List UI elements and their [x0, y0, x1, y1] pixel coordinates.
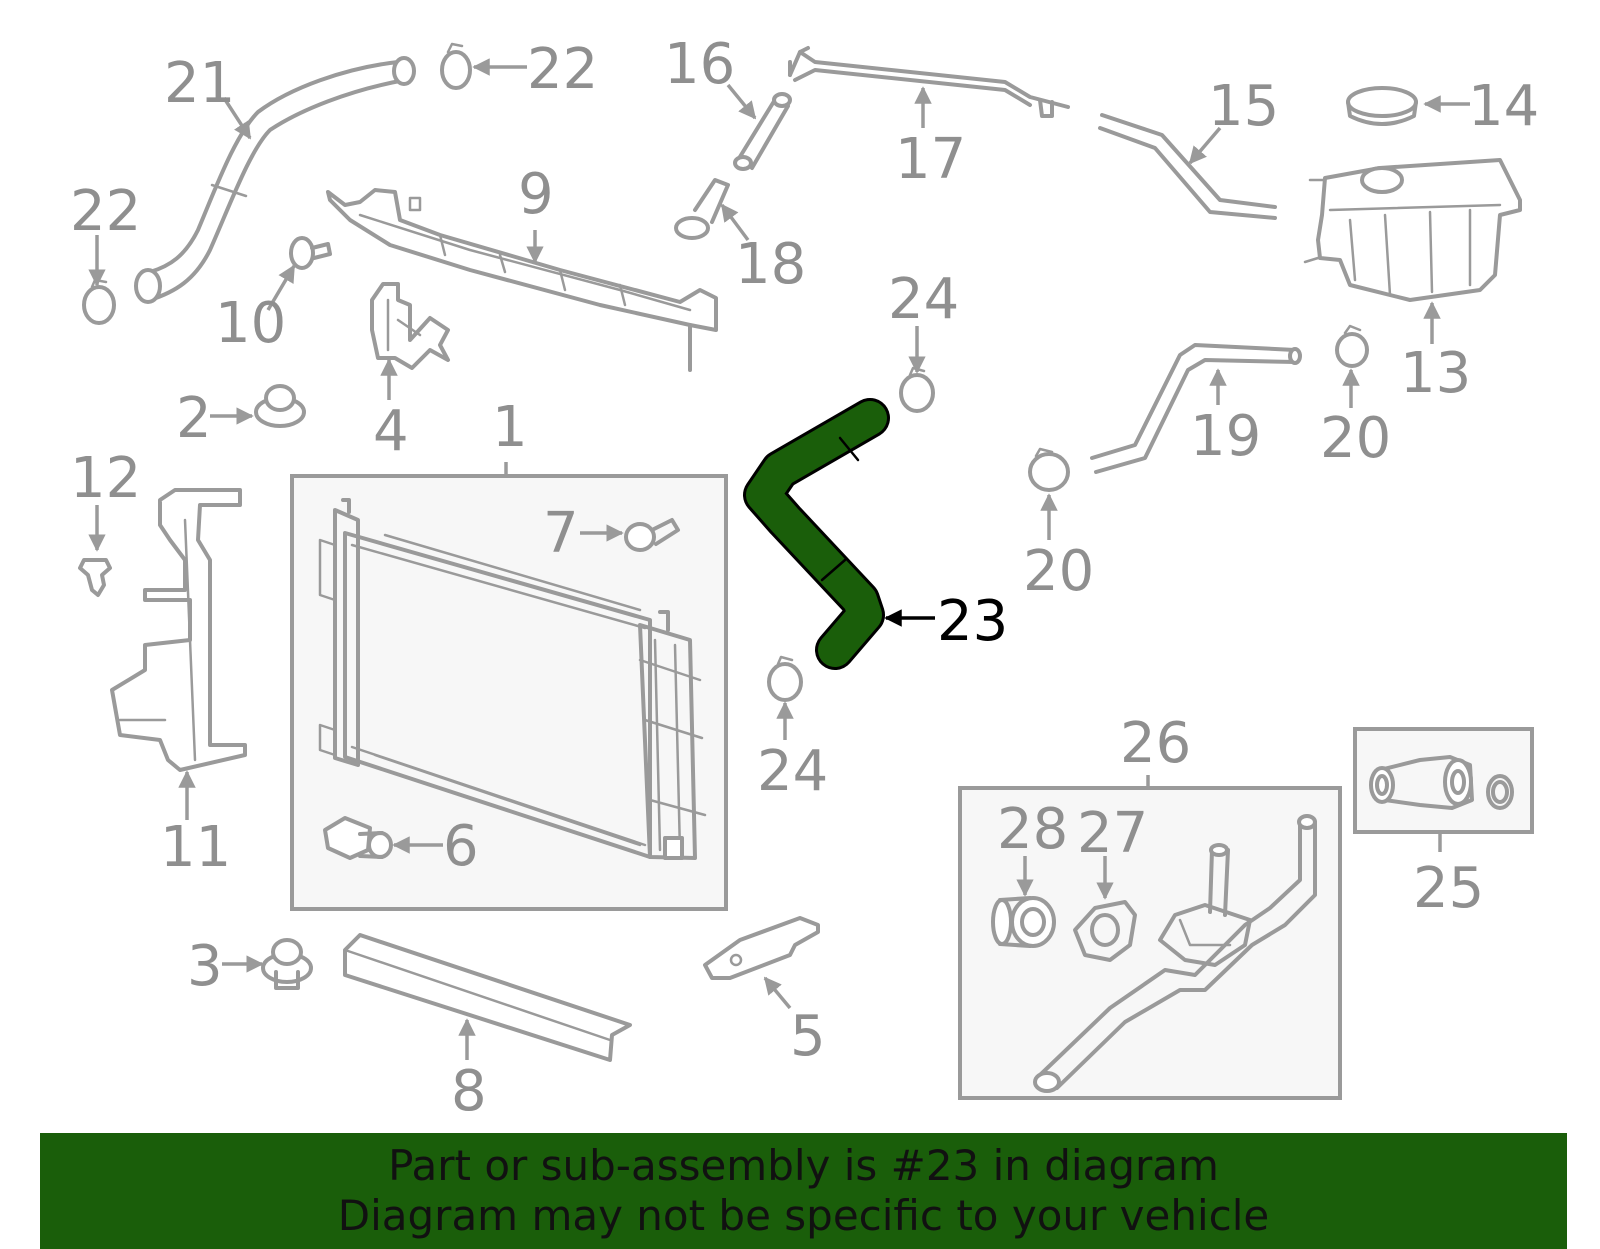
callout-13: 13 — [1400, 341, 1471, 406]
callout-5: 5 — [790, 1004, 826, 1069]
callout-11: 11 — [160, 815, 231, 880]
callout-6: 6 — [443, 814, 479, 879]
callout-17: 17 — [895, 127, 966, 192]
lower-radiator-hose-23[interactable] — [743, 398, 890, 670]
callout-24-top: 24 — [888, 267, 959, 332]
callout-4: 4 — [373, 399, 409, 464]
upper-tie-bar-9[interactable] — [326, 188, 718, 372]
callout-14: 14 — [1468, 74, 1539, 139]
bracket-4[interactable] — [370, 282, 450, 370]
callout-28: 28 — [997, 797, 1068, 862]
callout-22-left: 22 — [70, 179, 141, 244]
hose-clamp-20-left[interactable] — [1028, 447, 1070, 492]
coolant-reservoir-13[interactable] — [1303, 158, 1522, 302]
info-banner: Part or sub-assembly is #23 in diagram D… — [40, 1133, 1567, 1249]
callout-23: 23 — [937, 589, 1008, 654]
callout-12: 12 — [70, 446, 141, 511]
callout-10: 10 — [215, 291, 286, 356]
gasket-27[interactable] — [1073, 900, 1137, 962]
callout-21: 21 — [164, 51, 235, 116]
overflow-hose-15[interactable] — [1098, 113, 1277, 220]
retainer-clip-12[interactable] — [78, 558, 112, 597]
callout-7: 7 — [543, 501, 579, 566]
radiator-box-1[interactable] — [290, 474, 728, 911]
callout-16: 16 — [664, 32, 735, 97]
banner-line-2: Diagram may not be specific to your vehi… — [337, 1191, 1270, 1240]
elbow-box-25[interactable] — [1353, 727, 1534, 834]
hose-clamp-20-right[interactable] — [1335, 324, 1369, 368]
callout-1: 1 — [492, 395, 528, 460]
callout-19: 19 — [1190, 404, 1261, 469]
banner-line-1: Part or sub-assembly is #23 in diagram — [388, 1141, 1219, 1190]
leader-arrows — [88, 58, 1470, 1060]
hose-clamp-22-left[interactable] — [82, 278, 116, 325]
bracket-5[interactable] — [703, 916, 820, 980]
callout-18: 18 — [735, 232, 806, 297]
air-deflector-11[interactable] — [110, 488, 247, 772]
callout-26: 26 — [1120, 711, 1191, 776]
lower-seal-8[interactable] — [343, 933, 632, 1062]
upper-radiator-hose-21[interactable] — [134, 56, 416, 304]
callout-8: 8 — [451, 1059, 487, 1124]
overflow-pipe-17[interactable] — [788, 46, 1070, 118]
grommet-3[interactable] — [261, 938, 313, 990]
hose-clamp-24-top[interactable] — [899, 366, 935, 413]
callout-25: 25 — [1413, 856, 1484, 921]
hose-clamp-24-bottom[interactable] — [767, 655, 803, 702]
callout-15: 15 — [1208, 74, 1279, 139]
thermostat-28[interactable] — [991, 896, 1056, 948]
drain-plug-7[interactable] — [624, 518, 680, 552]
callout-labels: 1 2 3 4 5 6 7 8 9 10 11 12 13 14 15 16 1… — [70, 32, 1539, 1124]
callout-20-left: 20 — [1023, 539, 1094, 604]
callout-9: 9 — [518, 162, 554, 227]
callout-3: 3 — [187, 934, 223, 999]
grommet-2[interactable] — [254, 384, 306, 428]
push-pin-10[interactable] — [289, 236, 332, 270]
callout-24-bottom: 24 — [757, 739, 828, 804]
bleeder-valve-18[interactable] — [674, 178, 730, 240]
reservoir-hose-19[interactable] — [1090, 343, 1302, 474]
thermostat-housing-box-26[interactable] — [958, 786, 1342, 1100]
hose-clamp-22-top[interactable] — [440, 42, 472, 90]
callout-27: 27 — [1077, 801, 1148, 866]
bleeder-hose-16[interactable] — [733, 92, 792, 171]
temperature-sensor-6[interactable] — [323, 816, 393, 860]
hose-23-fill — [746, 401, 887, 667]
reservoir-cap-14[interactable] — [1346, 86, 1418, 126]
callout-20-right: 20 — [1320, 406, 1391, 471]
callout-22-top: 22 — [527, 37, 598, 102]
callout-2: 2 — [176, 386, 212, 451]
